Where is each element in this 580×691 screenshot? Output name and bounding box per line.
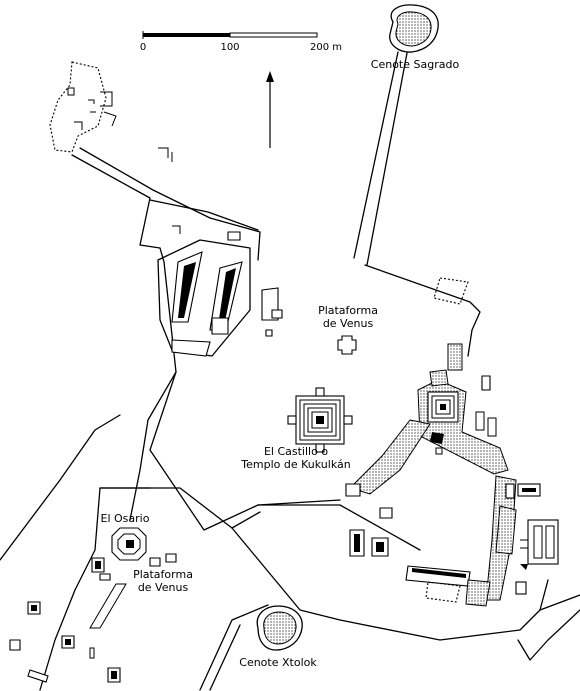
- temple-of-warriors: [345, 277, 509, 519]
- scale-tick-200: 200 m: [310, 42, 342, 53]
- cenote-xtolok: Cenote Xtolok: [239, 605, 317, 669]
- ball-court: [157, 225, 251, 357]
- label-plataforma-venus-top-2: de Venus: [323, 317, 374, 330]
- label-castillo-1: El Castillo o: [264, 445, 328, 458]
- label-plataforma-venus-bottom-1: Plataforma: [133, 568, 193, 581]
- temple-near-ball-court: [261, 287, 283, 337]
- plataforma-venus-bottom: Plataforma de Venus: [133, 568, 193, 594]
- southwest-structures: [9, 601, 121, 683]
- scale-tick-0: 0: [140, 42, 146, 53]
- sacbe-north: [353, 51, 408, 266]
- label-plataforma-venus-top-1: Plataforma: [318, 304, 378, 317]
- cenote-sagrado: Cenote Sagrado: [371, 4, 460, 71]
- el-castillo: El Castillo o Templo de Kukulkán: [240, 387, 353, 471]
- label-cenote-xtolok: Cenote Xtolok: [239, 656, 317, 669]
- site-walls: [0, 147, 580, 691]
- north-arrow-icon: [266, 71, 274, 148]
- label-castillo-2: Templo de Kukulkán: [240, 458, 350, 471]
- label-osario: El Osario: [101, 512, 150, 525]
- plataforma-venus-top: Plataforma de Venus: [318, 304, 378, 355]
- scale-bar: 0 100 200 m: [140, 31, 342, 53]
- el-osario: El Osario: [89, 512, 177, 629]
- eastern-structures: [485, 475, 559, 601]
- northwest-ruins: [49, 61, 173, 162]
- scale-tick-100: 100: [220, 42, 239, 53]
- mercado-group: [349, 529, 491, 607]
- label-cenote-sagrado: Cenote Sagrado: [371, 58, 460, 71]
- label-plataforma-venus-bottom-2: de Venus: [138, 581, 189, 594]
